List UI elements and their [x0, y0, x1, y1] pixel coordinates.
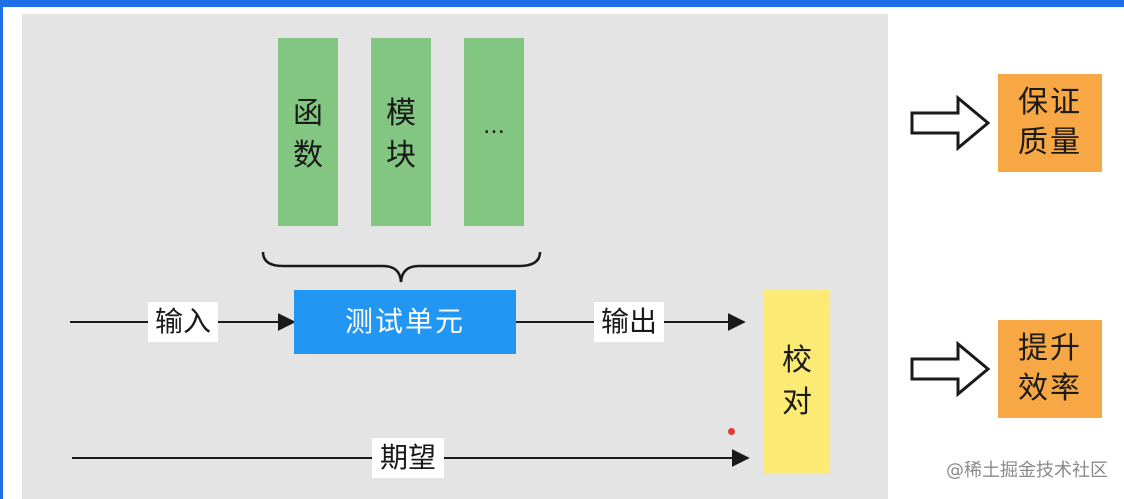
outcome-quality-box: 保证 质量 — [998, 74, 1102, 172]
outcome-quality-line-2: 质量 — [1018, 125, 1082, 160]
component-module-char-2: 块 — [386, 138, 416, 173]
verify-char-2: 对 — [782, 385, 812, 420]
left-accent-bar — [0, 0, 3, 499]
outcome-efficiency-box: 提升 效率 — [998, 320, 1102, 418]
test-unit-box: 测试单元 — [294, 290, 516, 354]
efficiency-hollow-arrow — [910, 340, 991, 398]
outcome-efficiency-line-2: 效率 — [1018, 371, 1082, 406]
verify-box: 校 对 — [764, 290, 830, 474]
component-function-char-2: 数 — [293, 138, 323, 173]
outcome-efficiency-line-1: 提升 — [1018, 331, 1082, 366]
component-module-char-1: 模 — [386, 96, 416, 131]
component-more-char: … — [483, 114, 505, 139]
source-watermark: @稀土掘金技术社区 — [946, 460, 1108, 481]
quality-hollow-arrow — [910, 94, 991, 152]
verify-char-1: 校 — [782, 343, 812, 378]
component-function-char-1: 函 — [293, 96, 323, 131]
test-unit-label: 测试单元 — [344, 305, 465, 338]
input-label: 输入 — [148, 302, 218, 342]
component-function-box: 函 数 — [278, 38, 338, 226]
expectation-label: 期望 — [372, 438, 444, 478]
component-brace — [261, 251, 542, 283]
output-label: 输出 — [594, 302, 664, 342]
top-accent-bar — [0, 0, 1124, 7]
pointer-dot — [728, 428, 735, 435]
component-module-box: 模 块 — [371, 38, 431, 226]
outcome-quality-line-1: 保证 — [1018, 85, 1082, 120]
component-more-box: … — [464, 38, 524, 226]
diagram-canvas — [22, 14, 888, 499]
